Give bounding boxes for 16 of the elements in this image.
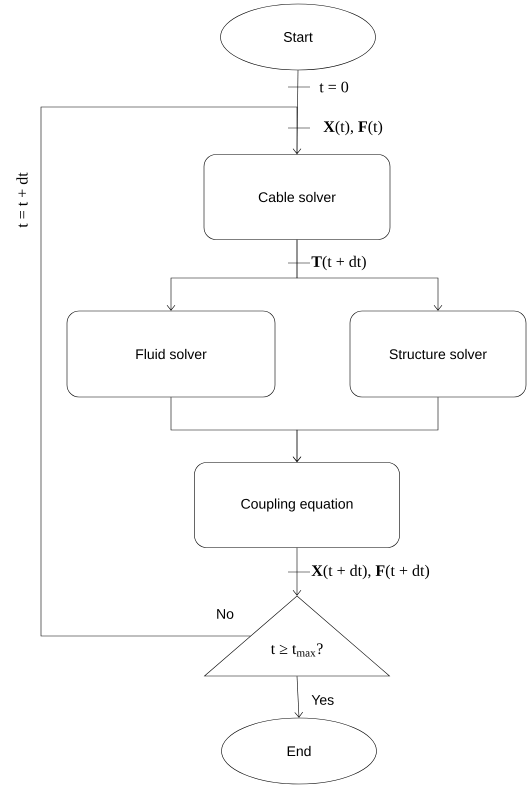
flow-label: t = t + dt — [16, 172, 28, 228]
process-box: Structure solver — [350, 310, 526, 398]
arrow — [296, 240, 442, 311]
edge-label: T(t + dt) — [310, 254, 368, 272]
arrow — [40, 106, 302, 636]
arrow — [294, 676, 304, 718]
process-box: Fluid solver — [66, 310, 276, 398]
edge-label: Yes — [310, 694, 336, 706]
flow-label: X(t), F(t) — [324, 120, 382, 136]
process-box: Coupling equation — [194, 462, 400, 548]
edge-label: No — [215, 608, 235, 620]
edge-label: X(t + dt), F(t + dt) — [310, 564, 431, 580]
arrow — [292, 397, 438, 462]
edge-label: t = 0 — [318, 80, 350, 94]
arrow — [292, 548, 302, 596]
process-box: Cable solver — [204, 154, 390, 240]
